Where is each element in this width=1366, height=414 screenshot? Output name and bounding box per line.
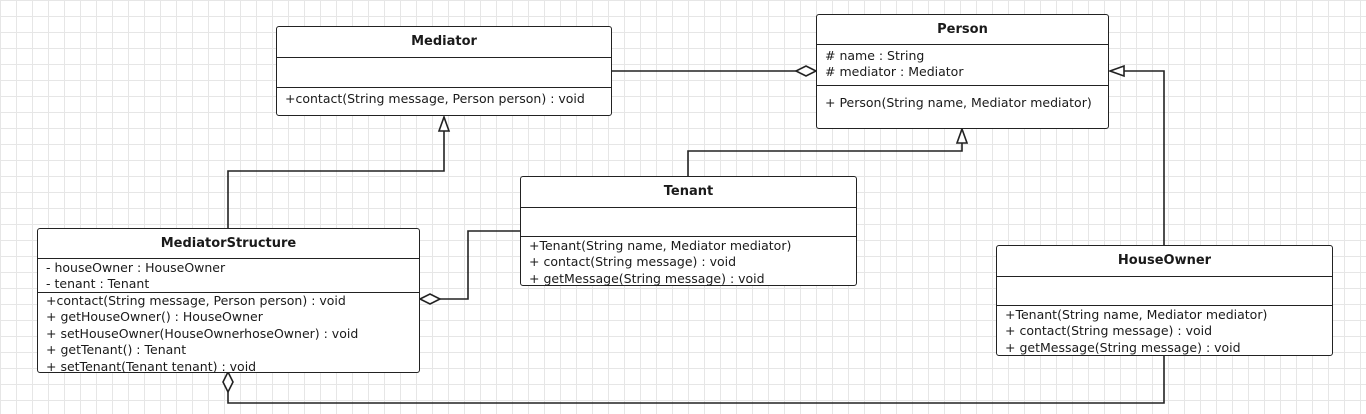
class-person[interactable]: Person # name : String # mediator : Medi… [816,14,1109,129]
method: + setTenant(Tenant tenant) : void [46,358,257,374]
aggregation-diamond-mediatorstructure-tenant [418,293,442,305]
attributes-section: # name : String # mediator : Mediator [817,45,1108,86]
inheritance-arrow-mediator [437,114,451,132]
attributes-section [277,58,611,88]
tenant-mediatorstructure-link [440,230,520,300]
attributes-section [521,208,856,237]
class-name: Person [817,15,1108,45]
aggregation-diamond-mediatorstructure-houseowner [222,370,234,394]
tenant-person-link [687,143,963,176]
houseowner-person-link [1124,70,1165,245]
methods-section: +Tenant(String name, Mediator mediator) … [997,306,1332,359]
class-house-owner[interactable]: HouseOwner +Tenant(String name, Mediator… [996,245,1333,356]
class-name: HouseOwner [997,246,1332,277]
method: +contact(String message, Person person) … [285,91,585,106]
mediatorstructure-mediator-link [227,131,445,228]
class-mediator-structure[interactable]: MediatorStructure - houseOwner : HouseOw… [37,228,420,374]
attributes-section: - houseOwner : HouseOwner - tenant : Ten… [38,259,419,293]
class-tenant[interactable]: Tenant +Tenant(String name, Mediator med… [520,176,857,286]
method: + setHouseOwner(HouseOwnerhoseOwner) : v… [46,325,359,341]
method: +Tenant(String name, Mediator mediator) [1005,307,1268,322]
class-name: MediatorStructure [38,229,419,259]
attributes-section [997,277,1332,306]
class-mediator[interactable]: Mediator +contact(String message, Person… [276,26,612,116]
methods-section: + Person(String name, Mediator mediator) [817,86,1108,114]
class-name: Mediator [277,27,611,58]
method: + contact(String message) : void [529,254,737,270]
houseowner-mediatorstructure-link [227,355,1165,404]
method: + getTenant() : Tenant [46,342,187,358]
inheritance-arrow-person-tenant [955,126,969,144]
method: + getMessage(String message) : void [529,270,765,286]
aggregation-diamond-person [794,65,818,77]
inheritance-arrow-person-houseowner [1107,64,1125,78]
attribute: - houseOwner : HouseOwner [46,260,226,275]
method: +contact(String message, Person person) … [46,293,346,308]
class-name: Tenant [521,177,856,208]
methods-section: +contact(String message, Person person) … [277,88,611,110]
method: + contact(String message) : void [1005,323,1213,339]
method: + Person(String name, Mediator mediator) [825,95,1092,110]
method: + getHouseOwner() : HouseOwner [46,309,263,325]
attribute: - tenant : Tenant [46,276,150,292]
method: + getMessage(String message) : void [1005,339,1241,355]
method: +Tenant(String name, Mediator mediator) [529,238,792,253]
attribute: # mediator : Mediator [825,64,964,80]
methods-section: +Tenant(String name, Mediator mediator) … [521,237,856,290]
methods-section: +contact(String message, Person person) … [38,293,419,378]
attribute: # name : String [825,48,925,63]
